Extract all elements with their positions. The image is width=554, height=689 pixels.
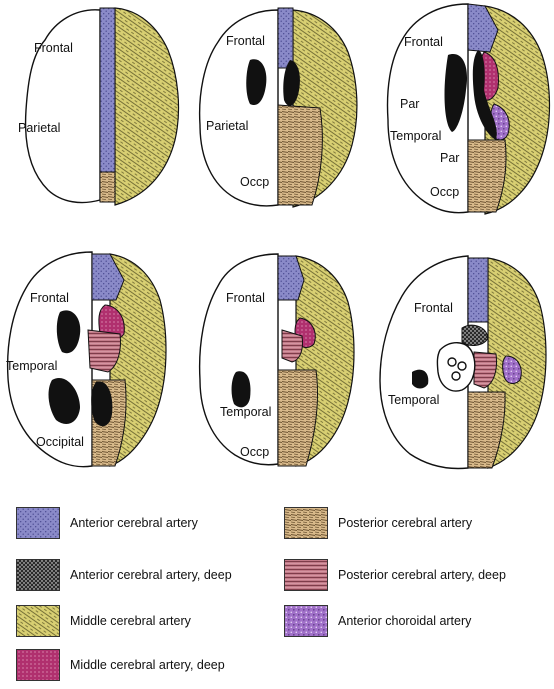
pcad-territory: [87, 329, 121, 373]
aca-territory: [467, 3, 499, 53]
mca-deep-swatch: [16, 649, 60, 681]
pca-territory: [277, 104, 323, 206]
ventricle-right: [472, 50, 497, 140]
temporal-horn: [412, 369, 429, 389]
lobe-label: Frontal: [226, 291, 265, 305]
aca-territory: [467, 257, 489, 323]
ventricle-left: [56, 310, 81, 354]
pcad-territory: [281, 329, 303, 363]
legend-label: Middle cerebral artery: [70, 614, 191, 628]
acad-territory: [461, 324, 489, 346]
pca-deep-swatch: [284, 559, 328, 591]
lobe-label: Frontal: [30, 291, 69, 305]
ventricle-right: [283, 60, 300, 106]
legend-item-mca-deep: Middle cerebral artery, deep: [16, 648, 225, 682]
brainstem-nucleus: [451, 371, 461, 381]
left-hemisphere-outline: [24, 9, 101, 204]
ventricle-right: [91, 381, 113, 427]
legend-item-aca-deep: Anterior cerebral artery, deep: [16, 558, 232, 592]
ventricle-left: [444, 54, 468, 132]
brainstem-outline: [436, 342, 476, 392]
lobe-label: Occp: [240, 175, 269, 189]
lobe-label: Frontal: [34, 41, 73, 55]
left-hemisphere-outline: [379, 255, 469, 470]
legend-item-aca: Anterior cerebral artery: [16, 506, 198, 540]
aca-territory: [99, 7, 116, 173]
brain-slices-diagram: Frontal Parietal Frontal Parietal Occp F…: [6, 3, 551, 470]
pca-territory: [277, 369, 318, 467]
legend-label: Posterior cerebral artery, deep: [338, 568, 506, 582]
lobe-label: Temporal: [220, 405, 271, 419]
acha-swatch: [284, 605, 328, 637]
lobe-label: Parietal: [18, 121, 60, 135]
pca-territory: [467, 391, 506, 469]
lobe-label: Temporal: [6, 359, 57, 373]
aca-territory: [91, 253, 125, 301]
brain-slice-3: Frontal Par Temporal Par Occp: [386, 3, 551, 215]
ventricle-horn: [48, 378, 80, 424]
lobe-label: Temporal: [390, 129, 441, 143]
pca-territory: [99, 171, 116, 203]
brain-slice-2: Frontal Parietal Occp: [198, 7, 358, 208]
lobe-label: Occipital: [36, 435, 84, 449]
left-hemisphere-outline: [198, 9, 279, 207]
lobe-label: Temporal: [388, 393, 439, 407]
lobe-label: Parietal: [206, 119, 248, 133]
mca-territory: [114, 7, 180, 206]
brain-slice-5: Frontal Temporal Occp: [198, 253, 355, 467]
mca-swatch: [16, 605, 60, 637]
brainstem-nucleus: [457, 361, 467, 371]
aca-territory: [277, 7, 294, 69]
ventricle-left: [231, 371, 251, 408]
legend: Anterior cerebral artery Anterior cerebr…: [0, 480, 554, 689]
legend-item-mca: Middle cerebral artery: [16, 604, 191, 638]
brain-slice-1: Frontal Parietal: [18, 7, 180, 206]
lobe-label: Par: [400, 97, 419, 111]
aca-swatch: [16, 507, 60, 539]
lobe-label: Par: [440, 151, 459, 165]
lobe-label: Frontal: [404, 35, 443, 49]
lobe-label: Frontal: [226, 34, 265, 48]
brain-slice-6: Frontal Temporal: [379, 255, 547, 470]
pca-territory: [467, 139, 507, 213]
lobe-label: Occp: [430, 185, 459, 199]
legend-label: Anterior cerebral artery: [70, 516, 198, 530]
pca-swatch: [284, 507, 328, 539]
aca-territory: [277, 255, 305, 301]
lobe-label: Occp: [240, 445, 269, 459]
legend-label: Anterior choroidal artery: [338, 614, 472, 628]
brainstem-nucleus: [447, 357, 457, 367]
brain-slice-4: Frontal Temporal Occipital: [6, 251, 167, 468]
legend-item-pca: Posterior cerebral artery: [284, 506, 472, 540]
legend-item-pca-deep: Posterior cerebral artery, deep: [284, 558, 506, 592]
legend-label: Posterior cerebral artery: [338, 516, 473, 530]
legend-label: Anterior cerebral artery, deep: [70, 568, 232, 582]
acha-territory: [502, 355, 522, 384]
pcad-territory: [473, 351, 497, 389]
legend-label: Middle cerebral artery, deep: [70, 658, 225, 672]
ventricle-left: [246, 59, 267, 106]
legend-item-acha: Anterior choroidal artery: [284, 604, 471, 638]
aca-deep-swatch: [16, 559, 60, 591]
left-hemisphere-outline: [198, 253, 279, 466]
lobe-label: Frontal: [414, 301, 453, 315]
